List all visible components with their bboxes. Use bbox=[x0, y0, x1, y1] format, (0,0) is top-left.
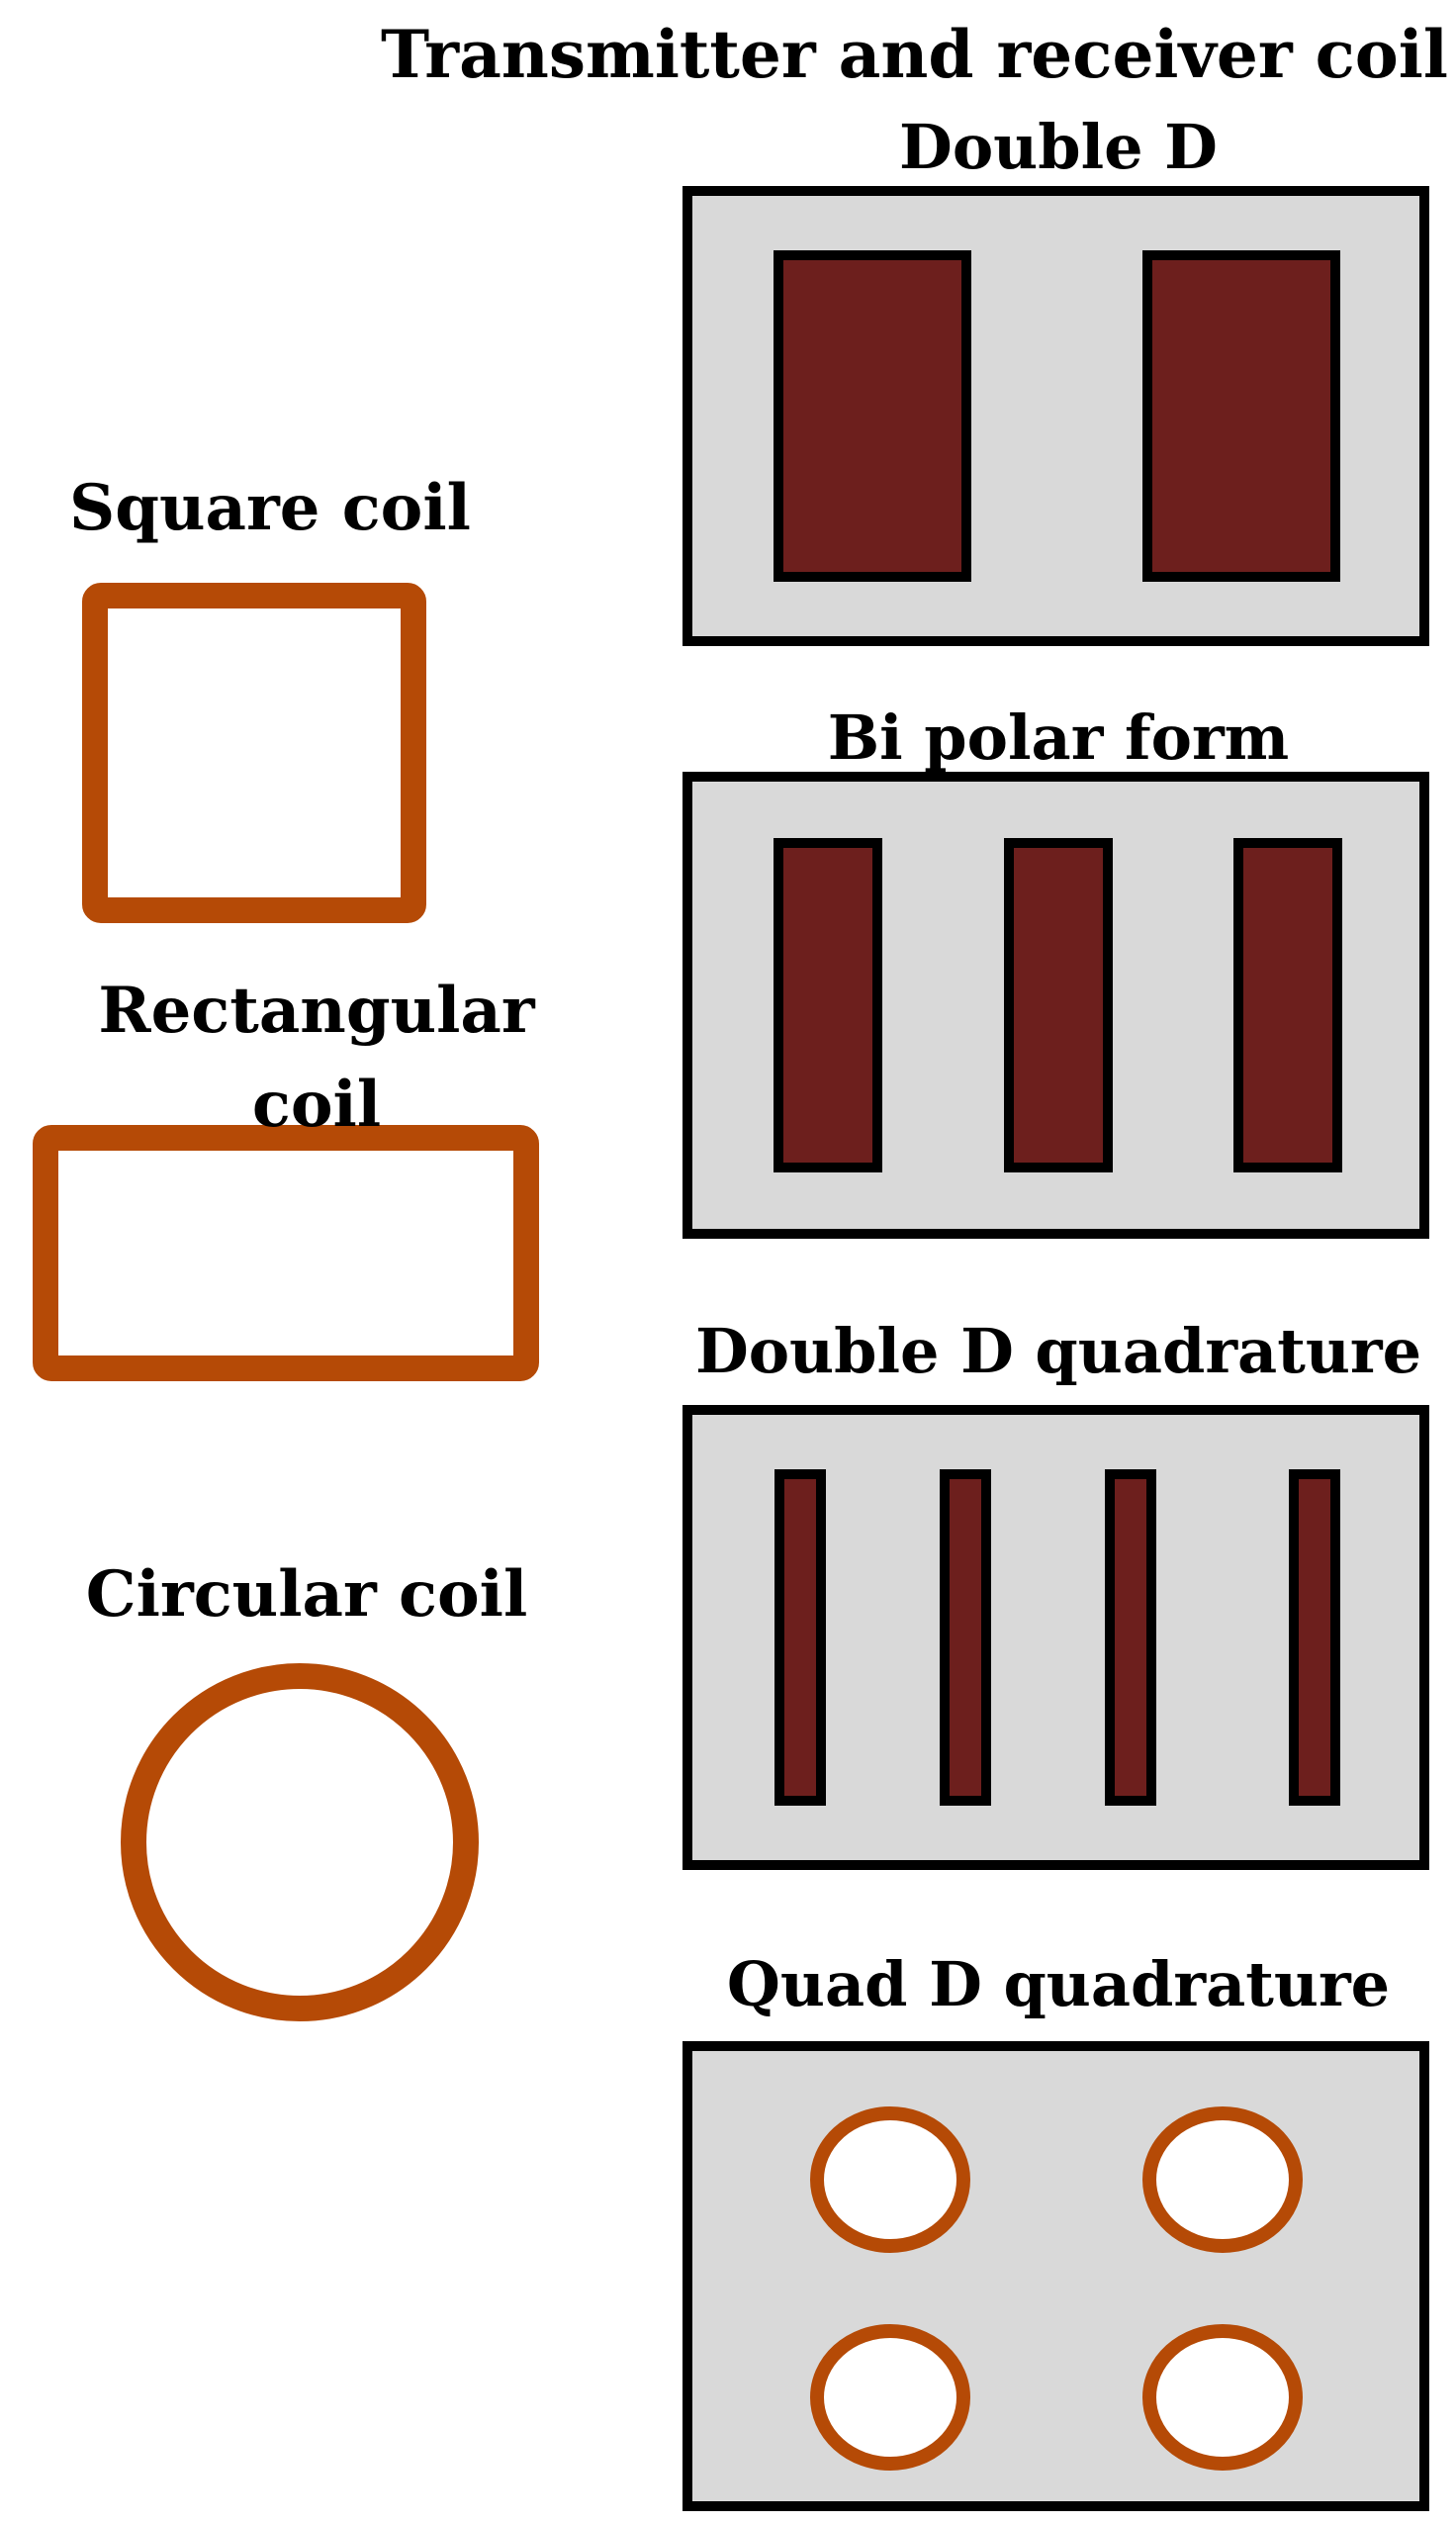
quad-d-quadrature-pad-base bbox=[682, 2041, 1429, 2511]
bipolar-winding-3 bbox=[1233, 838, 1342, 1172]
rectangular-coil-label-line1: Rectangular bbox=[98, 974, 535, 1048]
double-d-label: Double D bbox=[899, 111, 1218, 183]
ddq-winding-3 bbox=[1105, 1469, 1156, 1806]
circular-coil bbox=[121, 1663, 479, 2021]
double-d-quadrature-label: Double D quadrature bbox=[694, 1315, 1422, 1387]
qdq-coil-bottom-left bbox=[810, 2324, 970, 2471]
double-d-winding-right bbox=[1142, 250, 1340, 582]
quad-d-quadrature-label: Quad D quadrature bbox=[726, 1948, 1391, 2020]
bipolar-winding-1 bbox=[774, 838, 882, 1172]
double-d-pad bbox=[682, 186, 1429, 646]
bipolar-label: Bi polar form bbox=[827, 701, 1290, 774]
circular-coil-label: Circular coil bbox=[85, 1557, 528, 1632]
qdq-coil-top-right bbox=[1142, 2106, 1303, 2253]
bipolar-winding-2 bbox=[1004, 838, 1113, 1172]
quad-d-quadrature-pad bbox=[682, 2041, 1429, 2511]
qdq-coil-bottom-right bbox=[1142, 2324, 1303, 2471]
qdq-coil-top-left bbox=[810, 2106, 970, 2253]
double-d-winding-left bbox=[774, 250, 971, 582]
ddq-winding-4 bbox=[1289, 1469, 1340, 1806]
bipolar-pad bbox=[682, 772, 1429, 1239]
diagram-title: Transmitter and receiver coil bbox=[381, 16, 1448, 93]
double-d-quadrature-pad bbox=[682, 1405, 1429, 1870]
ddq-winding-2 bbox=[940, 1469, 991, 1806]
rectangular-coil-label-line2: coil bbox=[251, 1068, 382, 1142]
ddq-winding-1 bbox=[774, 1469, 826, 1806]
square-coil-label: Square coil bbox=[69, 471, 471, 545]
rectangular-coil bbox=[33, 1125, 539, 1381]
square-coil bbox=[82, 583, 426, 923]
